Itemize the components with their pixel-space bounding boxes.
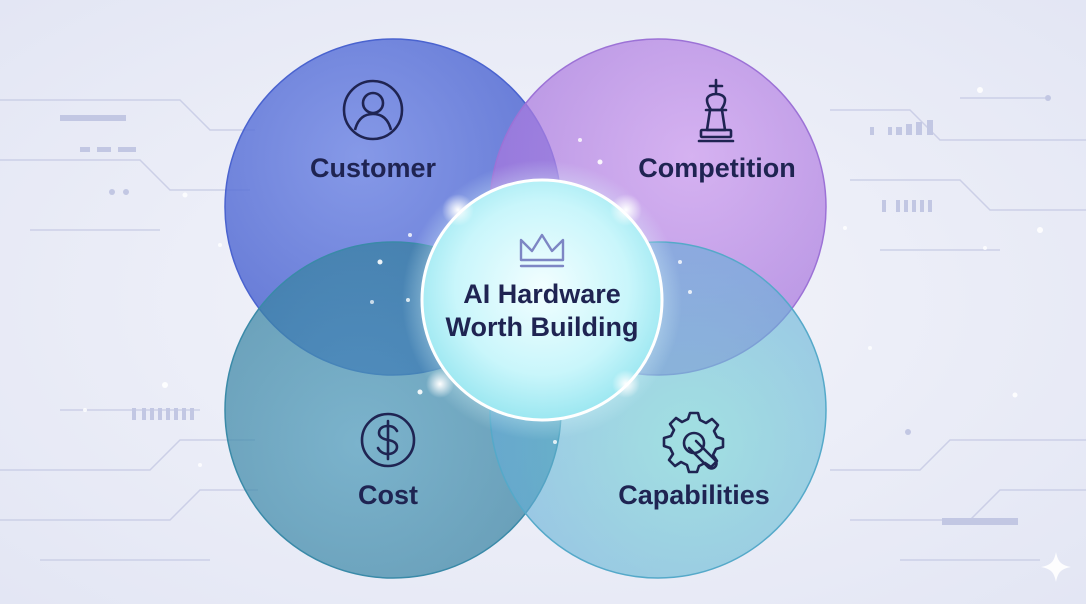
intersection-sparks: [426, 194, 642, 398]
crown-icon: [519, 233, 565, 268]
gear-wrench-icon: [662, 411, 725, 474]
label-cost: Cost: [358, 480, 418, 510]
center-circle: [420, 178, 664, 422]
sparkle-dots: [83, 87, 1043, 467]
chess-king-icon: [697, 78, 735, 143]
sparkle-star-icon: [1041, 552, 1071, 582]
center-title-line1: AI Hardware: [463, 279, 621, 309]
label-competition: Competition: [638, 153, 795, 183]
person-icon: [342, 79, 404, 141]
circuit-dashes-right: [870, 95, 1051, 525]
label-capabilities: Capabilities: [618, 480, 770, 510]
dollar-coin-icon: [360, 412, 416, 468]
circuit-lines-right: [830, 97, 1086, 561]
label-customer: Customer: [310, 153, 437, 183]
center-title-line2: Worth Building: [446, 312, 639, 342]
circuit-dashes-left: [60, 115, 194, 420]
